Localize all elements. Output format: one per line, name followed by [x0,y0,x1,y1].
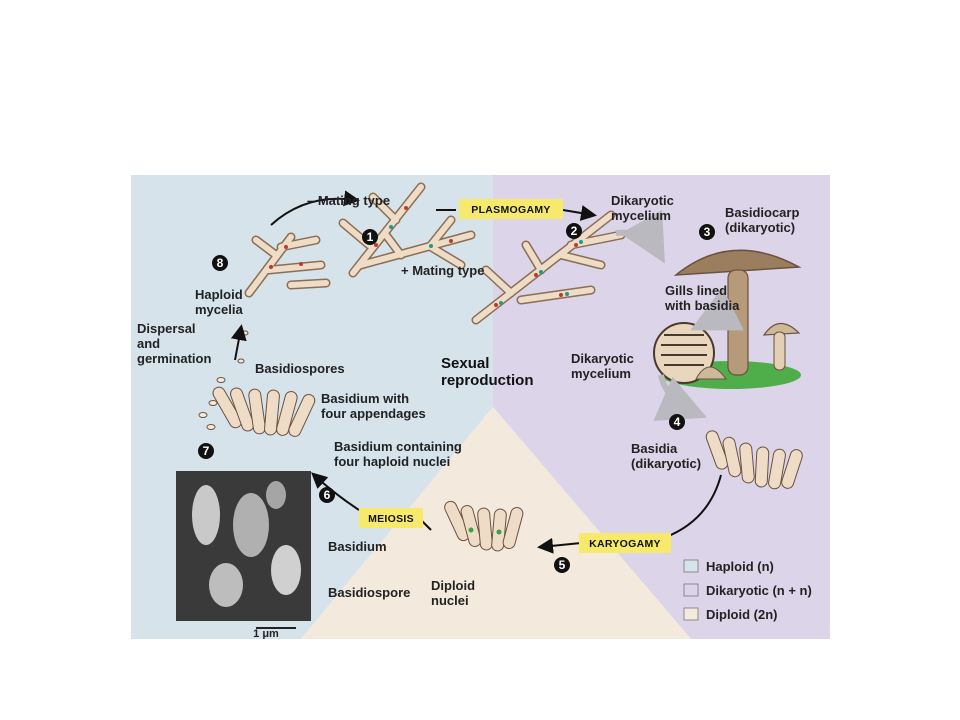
svg-text:Basidium containing: Basidium containing [334,439,462,454]
svg-text:6: 6 [324,488,331,502]
stage-plasmogamy: PLASMOGAMY [459,199,563,219]
fungal-life-cycle-diagram: PLASMOGAMY KARYOGAMY MEIOSIS 1 2 3 4 5 6… [131,175,830,640]
svg-text:3: 3 [704,225,711,239]
svg-text:Haploid: Haploid [195,287,243,302]
svg-text:4: 4 [674,415,681,429]
svg-text:Diploid: Diploid [431,578,475,593]
svg-text:(dikaryotic): (dikaryotic) [631,456,701,471]
svg-text:– Mating type: – Mating type [307,193,390,208]
svg-text:four haploid nuclei: four haploid nuclei [334,454,450,469]
svg-text:mycelia: mycelia [195,302,243,317]
step-markers: 1 2 3 4 5 6 7 8 [198,223,715,573]
legend-haploid: Haploid (n) [706,559,774,574]
legend: Haploid (n) Dikaryotic (n + n) Diploid (… [683,559,812,622]
svg-text:Dispersal: Dispersal [137,321,196,336]
svg-text:KARYOGAMY: KARYOGAMY [589,538,661,550]
svg-text:Dikaryotic: Dikaryotic [571,351,634,366]
svg-text:Basidium with: Basidium with [321,391,409,406]
arrow-basidiocarp-to-gills [690,287,744,331]
arrow-meiosis-to-6 [311,472,360,511]
arrow-gills-to-basidia [653,374,708,421]
svg-text:with basidia: with basidia [664,298,740,313]
svg-text:Gills lined: Gills lined [665,283,727,298]
arrow-plasmogamy-to-2 [562,205,597,221]
svg-text:Basidiospore: Basidiospore [328,585,410,600]
arrow-7-to-8 [230,324,247,361]
diagram-labels: – Mating type + Mating type Dikaryotic m… [137,193,799,640]
svg-text:germination: germination [137,351,211,366]
svg-text:mycelium: mycelium [611,208,671,223]
svg-text:1 μm: 1 μm [253,628,279,639]
stage-karyogamy: KARYOGAMY [579,533,671,553]
svg-text:Basidiospores: Basidiospores [255,361,345,376]
svg-text:PLASMOGAMY: PLASMOGAMY [471,204,550,216]
svg-text:+ Mating type: + Mating type [401,263,484,278]
svg-text:5: 5 [559,558,566,572]
svg-text:mycelium: mycelium [571,366,631,381]
svg-text:reproduction: reproduction [441,372,534,389]
svg-text:Sexual: Sexual [441,355,489,372]
legend-dikaryotic: Dikaryotic (n + n) [706,583,812,598]
svg-text:four appendages: four appendages [321,406,426,421]
nuclei-dots [269,206,583,307]
arrow-8-to-1 [270,190,360,226]
basidium-micrograph [176,471,311,629]
svg-text:nuclei: nuclei [431,593,469,608]
arrow-karyogamy-to-5 [537,537,582,554]
svg-text:2: 2 [571,224,578,238]
svg-text:Basidia: Basidia [631,441,678,456]
arrow-4-to-karyogamy [665,474,722,538]
basidia-cluster-dikaryotic [705,430,803,490]
svg-text:1: 1 [367,230,374,244]
basidium-cluster-haploid [198,330,316,437]
legend-diploid: Diploid (2n) [706,607,778,622]
svg-text:and: and [137,336,160,351]
svg-text:(dikaryotic): (dikaryotic) [725,220,795,235]
svg-text:Basidium: Basidium [328,539,387,554]
svg-text:8: 8 [217,256,224,270]
svg-text:7: 7 [203,444,210,458]
svg-text:Basidiocarp: Basidiocarp [725,205,799,220]
diploid-basidia-cluster [444,500,524,552]
svg-text:MEIOSIS: MEIOSIS [368,513,414,525]
svg-text:Dikaryotic: Dikaryotic [611,193,674,208]
stage-meiosis: MEIOSIS [359,508,423,528]
arrow-mycelium-to-basidiocarp [615,209,665,264]
